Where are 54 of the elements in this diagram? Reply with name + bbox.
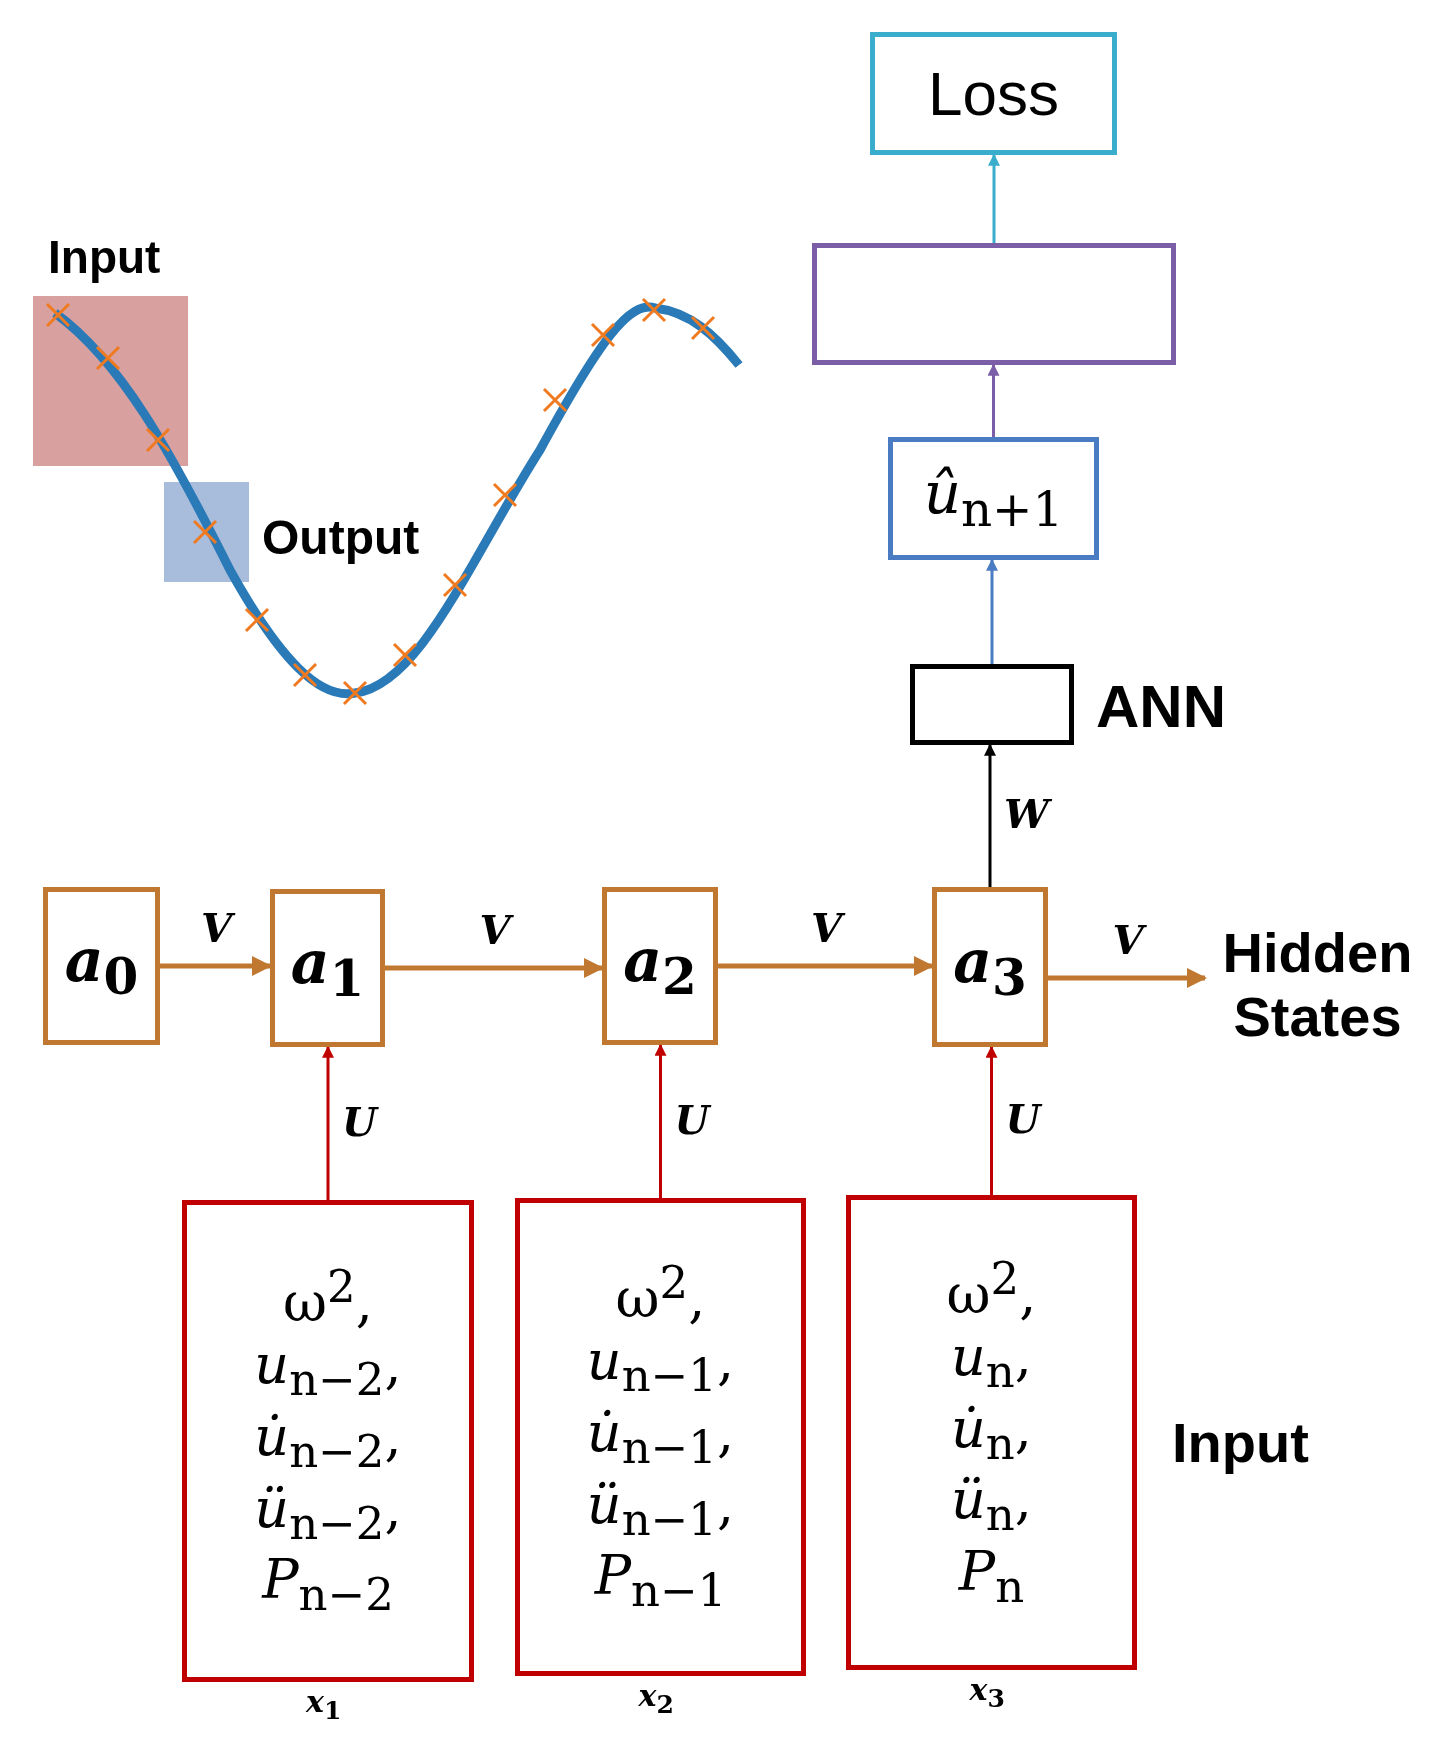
- labeled-box: [182, 1200, 474, 1682]
- math-text: P$_{n}$: [958, 1540, 1025, 1613]
- math-text: P$_{n−1}$: [594, 1545, 727, 1617]
- labeled-box: [888, 437, 1099, 560]
- labeled-box: [932, 887, 1048, 1047]
- text-label: Output: [262, 510, 420, 565]
- node-text: Hidden States: [1221, 920, 1414, 1050]
- arrow: [987, 363, 1000, 437]
- math-text: ω$^{2}$,: [946, 1252, 1037, 1326]
- labeled-box: [602, 887, 718, 1045]
- labeled-box: [43, 887, 160, 1045]
- arrow: [984, 743, 996, 887]
- arrow: [654, 1043, 667, 1198]
- math-text: ü$_{n}$,: [951, 1469, 1032, 1541]
- math-text: ü$_{n−1}$,: [586, 1473, 735, 1546]
- math-text: u$_{n−2}$,: [254, 1334, 402, 1406]
- labeled-box: [270, 889, 385, 1047]
- arrow: [160, 956, 272, 976]
- arrow: [985, 1045, 998, 1195]
- edge-label: U: [674, 1095, 710, 1143]
- math-text: ω$^{2}$,: [283, 1261, 373, 1335]
- math-text: a$_{1}$: [290, 928, 365, 1008]
- math-text: a$_{0}$: [64, 926, 139, 1006]
- vector-label: x$_{2}$: [638, 1678, 674, 1719]
- math-text: u̇$_{n}$,: [951, 1397, 1032, 1470]
- text-label: Input: [1172, 1410, 1309, 1475]
- arrow: [322, 1045, 334, 1200]
- edge-label: U: [342, 1097, 377, 1145]
- math-text: ü$_{n−2}$,: [254, 1477, 402, 1550]
- caption-text: ANN: [1096, 672, 1226, 741]
- math-text: u̇$_{n−2}$,: [254, 1406, 402, 1478]
- math-text: u$_{n}$,: [951, 1325, 1032, 1398]
- labeled-box: [846, 1195, 1137, 1670]
- vector-label: x$_{1}$: [306, 1684, 342, 1725]
- empty-box: [812, 243, 1176, 365]
- math-text: ω$^{2}$,: [615, 1257, 706, 1331]
- labeled-box: [870, 32, 1117, 155]
- vector-label: x$_{3}$: [969, 1672, 1005, 1713]
- labeled-box: [515, 1198, 806, 1676]
- math-text: u̇$_{n−1}$,: [586, 1402, 735, 1474]
- math-text: û$_{n+1}$: [923, 459, 1064, 538]
- edge-label: U: [1005, 1095, 1041, 1142]
- arrow: [986, 558, 998, 664]
- arrow: [385, 958, 604, 978]
- math-text: u$_{n−1}$,: [586, 1330, 735, 1402]
- arrow: [988, 153, 1000, 243]
- text-label: Input: [48, 230, 161, 284]
- math-text: a$_{3}$: [953, 927, 1027, 1007]
- arrow: [718, 956, 934, 976]
- math-text: P$_{n−2}$: [262, 1549, 394, 1621]
- arrow: [1048, 968, 1207, 988]
- node-text: Loss: [928, 57, 1059, 130]
- math-text: a$_{2}$: [623, 926, 697, 1006]
- empty-box: [910, 664, 1074, 745]
